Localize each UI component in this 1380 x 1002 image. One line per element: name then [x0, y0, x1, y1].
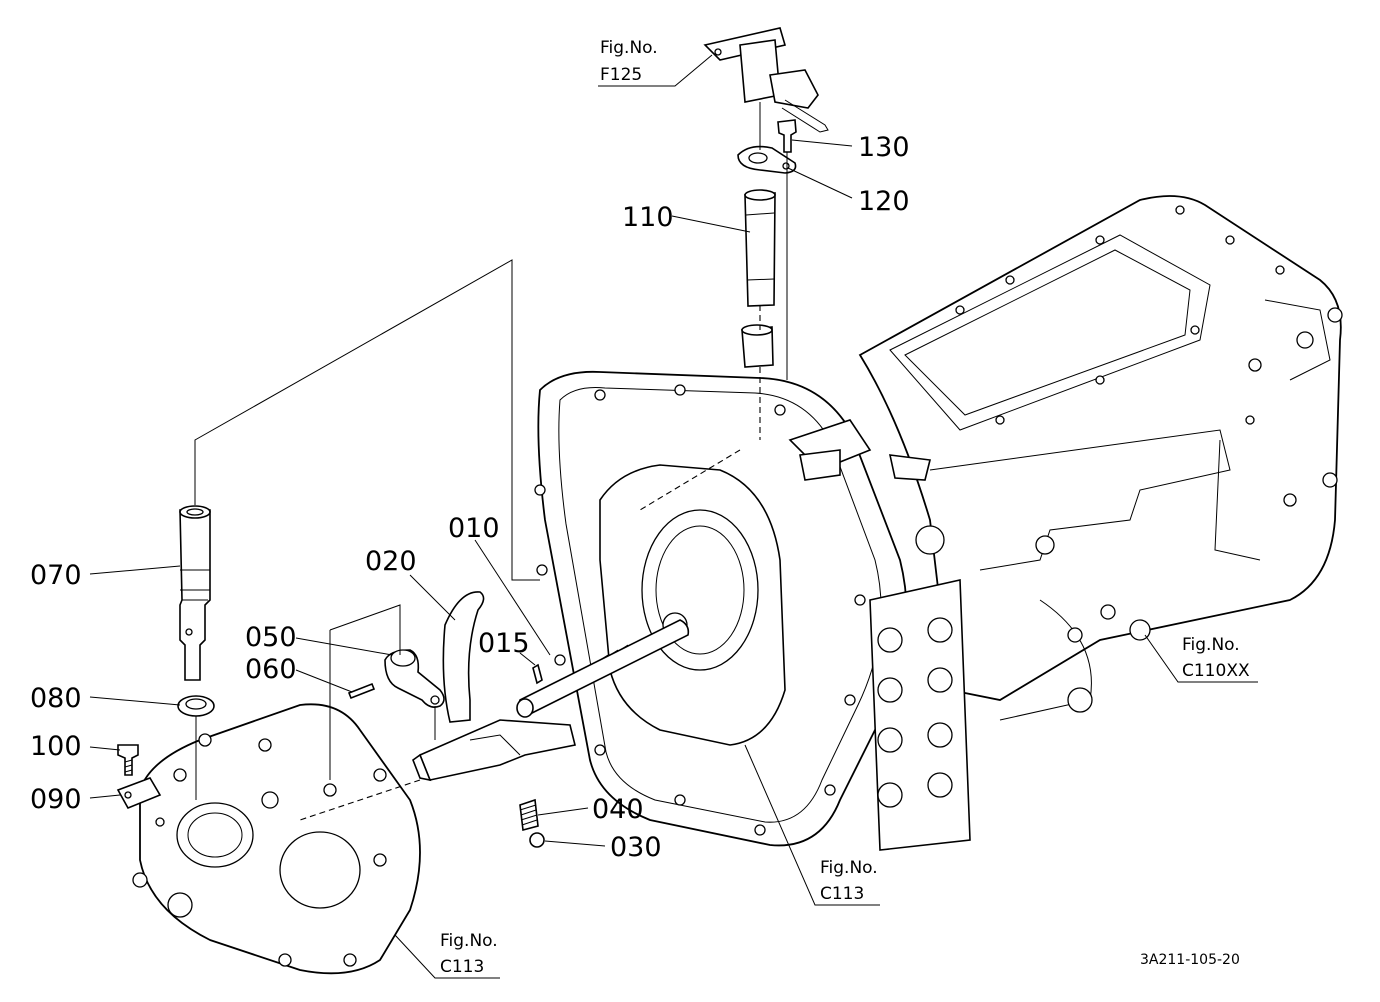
callout-010: 010: [448, 513, 551, 656]
fig-ref-code: C113: [440, 957, 484, 977]
callout-015: 015: [478, 628, 536, 666]
bushing: [741, 324, 774, 368]
callout-080: 080: [30, 683, 181, 714]
fig-ref-caption: Fig.No.: [440, 931, 498, 951]
callout-100: 100: [30, 731, 121, 762]
shift-fork-020: [412, 591, 576, 782]
callout-110: 110: [622, 202, 751, 233]
drawing-code: 3A211-105-20: [1140, 952, 1240, 968]
label-030: 030: [610, 832, 662, 863]
label-050: 050: [245, 622, 297, 653]
label-100: 100: [30, 731, 82, 762]
label-040: 040: [592, 794, 644, 825]
fig-ref-caption: Fig.No.: [1182, 635, 1240, 655]
fig-ref-code: F125: [600, 65, 642, 85]
callout-020: 020: [365, 546, 456, 621]
transmission-case: [858, 195, 1343, 721]
label-110: 110: [622, 202, 674, 233]
label-060: 060: [245, 654, 297, 685]
callout-070: 070: [30, 560, 181, 591]
fig-ref-c113-center: Fig.No. C113: [744, 744, 880, 906]
label-015: 015: [478, 628, 530, 659]
shaft-110: [744, 189, 776, 307]
shift-rod-010: [516, 619, 690, 718]
fig-ref-caption: Fig.No.: [820, 858, 878, 878]
plate-120: [737, 145, 797, 174]
shaft-070: [179, 505, 211, 681]
spring-040: [519, 798, 539, 832]
seal-080: [177, 695, 215, 717]
label-020: 020: [365, 546, 417, 577]
callout-090: 090: [30, 784, 121, 815]
assembly-guides: [194, 102, 788, 821]
ball-030: [529, 832, 545, 848]
clutch-housing: [534, 370, 971, 851]
callout-130: 130: [791, 132, 910, 163]
pin-015: [532, 663, 543, 685]
callout-060: 060: [245, 654, 353, 693]
callout-030: 030: [544, 832, 662, 863]
plate-090: [116, 777, 162, 810]
pin-060: [347, 682, 376, 700]
label-080: 080: [30, 683, 82, 714]
fig-ref-caption: Fig.No.: [600, 38, 658, 58]
bolt-100: [117, 744, 139, 776]
bolt-130: [777, 119, 797, 153]
arm-050: [384, 649, 445, 708]
label-070: 070: [30, 560, 82, 591]
label-010: 010: [448, 513, 500, 544]
label-130: 130: [858, 132, 910, 163]
callout-050: 050: [245, 622, 393, 656]
fig-ref-code: C110XX: [1182, 661, 1250, 681]
label-120: 120: [858, 186, 910, 217]
callout-040: 040: [537, 794, 644, 825]
callout-120: 120: [787, 167, 910, 217]
fig-ref-c113-left: Fig.No. C113: [394, 931, 500, 979]
fig-ref-code: C113: [820, 884, 864, 904]
upper-link-f125: [703, 27, 829, 133]
fig-ref-c110xx: Fig.No. C110XX: [1144, 634, 1258, 683]
front-cover: [132, 703, 421, 975]
fig-ref-f125: Fig.No. F125: [598, 38, 713, 87]
label-090: 090: [30, 784, 82, 815]
